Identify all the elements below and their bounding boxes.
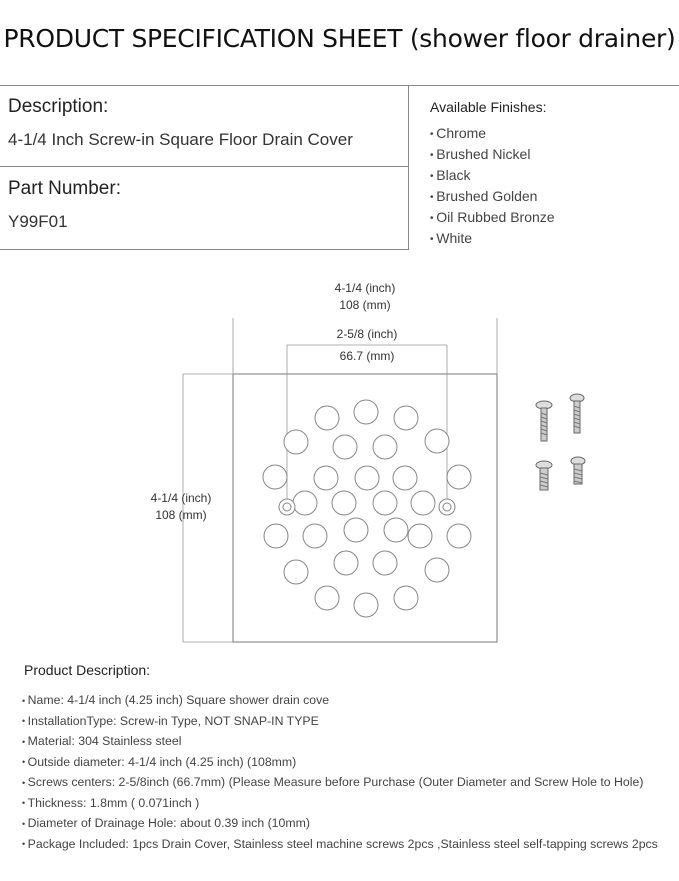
spec-item: Diameter of Drainage Hole: about 0.39 in… <box>22 813 658 834</box>
drainage-hole <box>292 490 318 516</box>
drainage-hole <box>392 465 418 491</box>
spec-item: Screws centers: 2-5/8inch (66.7mm) (Plea… <box>22 772 658 793</box>
drainage-hole <box>313 465 339 491</box>
drainage-hole <box>314 585 340 611</box>
drainage-hole <box>314 405 340 431</box>
description-label: Description: <box>8 96 109 117</box>
product-description-list: Name: 4-1/4 inch (4.25 inch) Square show… <box>22 690 658 854</box>
finish-item: White <box>430 228 555 249</box>
finishes-title: Available Finishes: <box>430 99 547 115</box>
finish-item: Brushed Nickel <box>430 144 555 165</box>
machine-screw-icon <box>569 393 585 434</box>
drainage-hole <box>283 559 309 585</box>
drainage-hole <box>263 523 289 549</box>
finish-item: Chrome <box>430 123 555 144</box>
drainage-hole <box>333 550 359 576</box>
screw-icon-set <box>535 393 586 491</box>
drainage-hole <box>283 429 309 455</box>
table-row-divider <box>0 166 408 167</box>
spec-item: InstallationType: Screw-in Type, NOT SNA… <box>22 711 658 732</box>
self-tapping-screw-icon <box>570 456 586 485</box>
drainage-hole <box>353 399 379 425</box>
table-bottom-border <box>0 249 408 250</box>
drainage-hole <box>446 464 472 490</box>
drain-cover-plate <box>232 373 498 643</box>
drainage-hole <box>353 592 379 618</box>
drainage-hole <box>372 550 398 576</box>
drainage-hole <box>332 434 358 460</box>
spec-item: Package Included: 1pcs Drain Cover, Stai… <box>22 834 658 855</box>
part-number-label: Part Number: <box>8 178 121 199</box>
description-value: 4-1/4 Inch Screw-in Square Floor Drain C… <box>8 130 353 149</box>
outer-height-mm: 108 (mm) <box>155 508 207 522</box>
drainage-hole <box>372 434 398 460</box>
drainage-hole <box>383 517 409 543</box>
drainage-hole <box>446 523 472 549</box>
drainage-hole <box>262 464 288 490</box>
spec-item: Material: 304 Stainless steel <box>22 731 658 752</box>
finishes-list: Chrome Brushed Nickel Black Brushed Gold… <box>430 123 555 249</box>
self-tapping-screw-icon <box>535 460 553 491</box>
finish-item: Oil Rubbed Bronze <box>430 207 554 228</box>
drainage-hole <box>424 557 450 583</box>
drainage-hole <box>407 523 433 549</box>
spec-item: Name: 4-1/4 inch (4.25 inch) Square show… <box>22 690 658 711</box>
product-description-title: Product Description: <box>24 662 151 678</box>
screw-centers-mm: 66.7 (mm) <box>339 349 395 363</box>
outer-height-inch: 4-1/4 (inch) <box>150 491 212 505</box>
drainage-hole <box>302 523 328 549</box>
outer-width-mm: 108 (mm) <box>339 298 391 312</box>
drainage-hole <box>354 465 380 491</box>
machine-screw-icon <box>535 400 553 442</box>
drainage-hole <box>372 490 398 516</box>
drainage-hole <box>331 490 357 516</box>
drainage-hole <box>410 490 436 516</box>
finish-item: Brushed Golden <box>430 186 555 207</box>
screw-centers-inch: 2-5/8 (inch) <box>336 327 398 341</box>
drainage-hole <box>393 405 419 431</box>
table-column-divider <box>408 85 409 250</box>
outer-width-label: 4-1/4 (inch) 108 (mm) <box>315 280 415 314</box>
drainage-hole <box>393 585 419 611</box>
drainage-holes <box>262 399 472 618</box>
page-title: PRODUCT SPECIFICATION SHEET (shower floo… <box>3 24 676 53</box>
outer-height-label: 4-1/4 (inch) 108 (mm) <box>131 490 231 524</box>
drainage-hole <box>424 428 450 454</box>
screw-hole-inner <box>442 502 452 512</box>
spec-item: Outside diameter: 4-1/4 inch (4.25 inch)… <box>22 752 658 773</box>
part-number-value: Y99F01 <box>8 212 68 231</box>
outer-width-inch: 4-1/4 (inch) <box>334 281 396 295</box>
spec-item: Thickness: 1.8mm ( 0.071inch ) <box>22 793 658 814</box>
drainage-hole <box>343 517 369 543</box>
finish-item: Black <box>430 165 555 186</box>
table-top-border <box>0 85 679 86</box>
screw-hole-inner <box>282 502 292 512</box>
screw-holes <box>278 498 456 516</box>
